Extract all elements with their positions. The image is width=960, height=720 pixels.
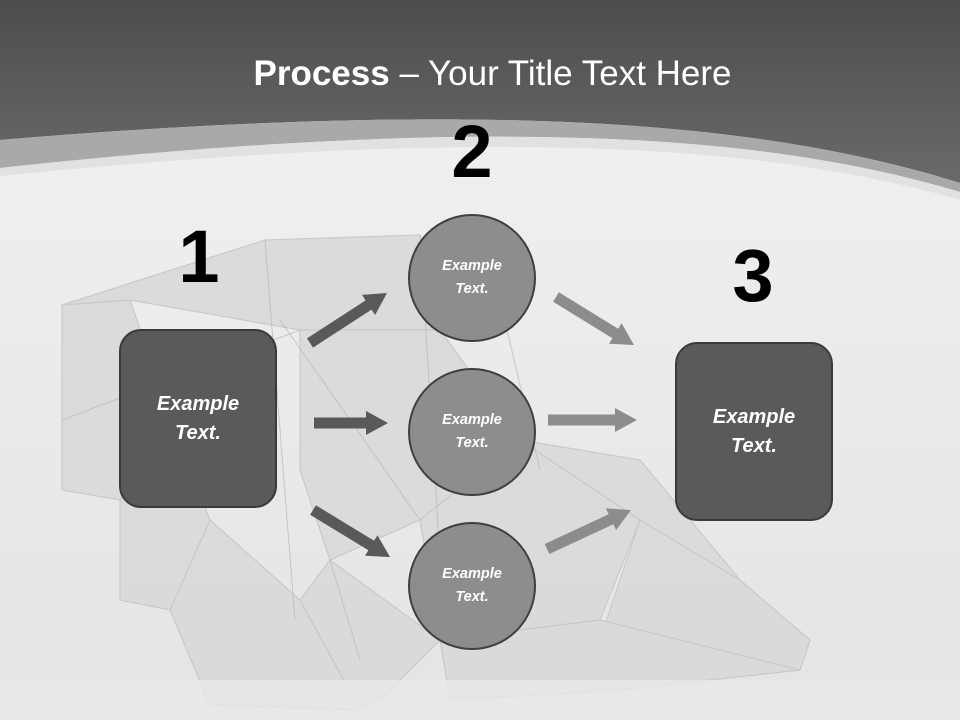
step-number-3: 3: [732, 234, 774, 317]
arrow-from-bottom-circle: [544, 508, 631, 554]
step-number-2: 2: [451, 110, 493, 193]
title-bold: Process: [253, 54, 390, 93]
title-rest: – Your Title Text Here: [389, 54, 732, 93]
middle-circle-center-text: Example Text.: [442, 412, 502, 451]
page-title: Process – Your Title Text Here: [0, 52, 960, 96]
arrow-from-center-circle: [548, 408, 637, 432]
arrow-to-center-circle: [314, 411, 388, 435]
arrow-from-top-circle: [553, 292, 634, 345]
step-3-box: Example Text.: [675, 342, 833, 521]
step-3-text: Example Text.: [712, 405, 796, 457]
arrow-to-bottom-circle: [310, 505, 390, 557]
step-1-box: Example Text.: [119, 329, 277, 508]
middle-circle-top-text: Example Text.: [442, 258, 502, 297]
header-curve-accent: [0, 119, 960, 192]
step-number-1: 1: [178, 215, 220, 298]
header-band: [0, 0, 960, 183]
middle-circle-top: Example Text.: [408, 214, 536, 342]
middle-circle-bottom: Example Text.: [408, 522, 536, 650]
step-1-text: Example Text.: [156, 392, 240, 444]
arrow-to-top-circle: [307, 293, 387, 348]
middle-circle-bottom-text: Example Text.: [442, 566, 502, 605]
middle-circle-center: Example Text.: [408, 368, 536, 496]
